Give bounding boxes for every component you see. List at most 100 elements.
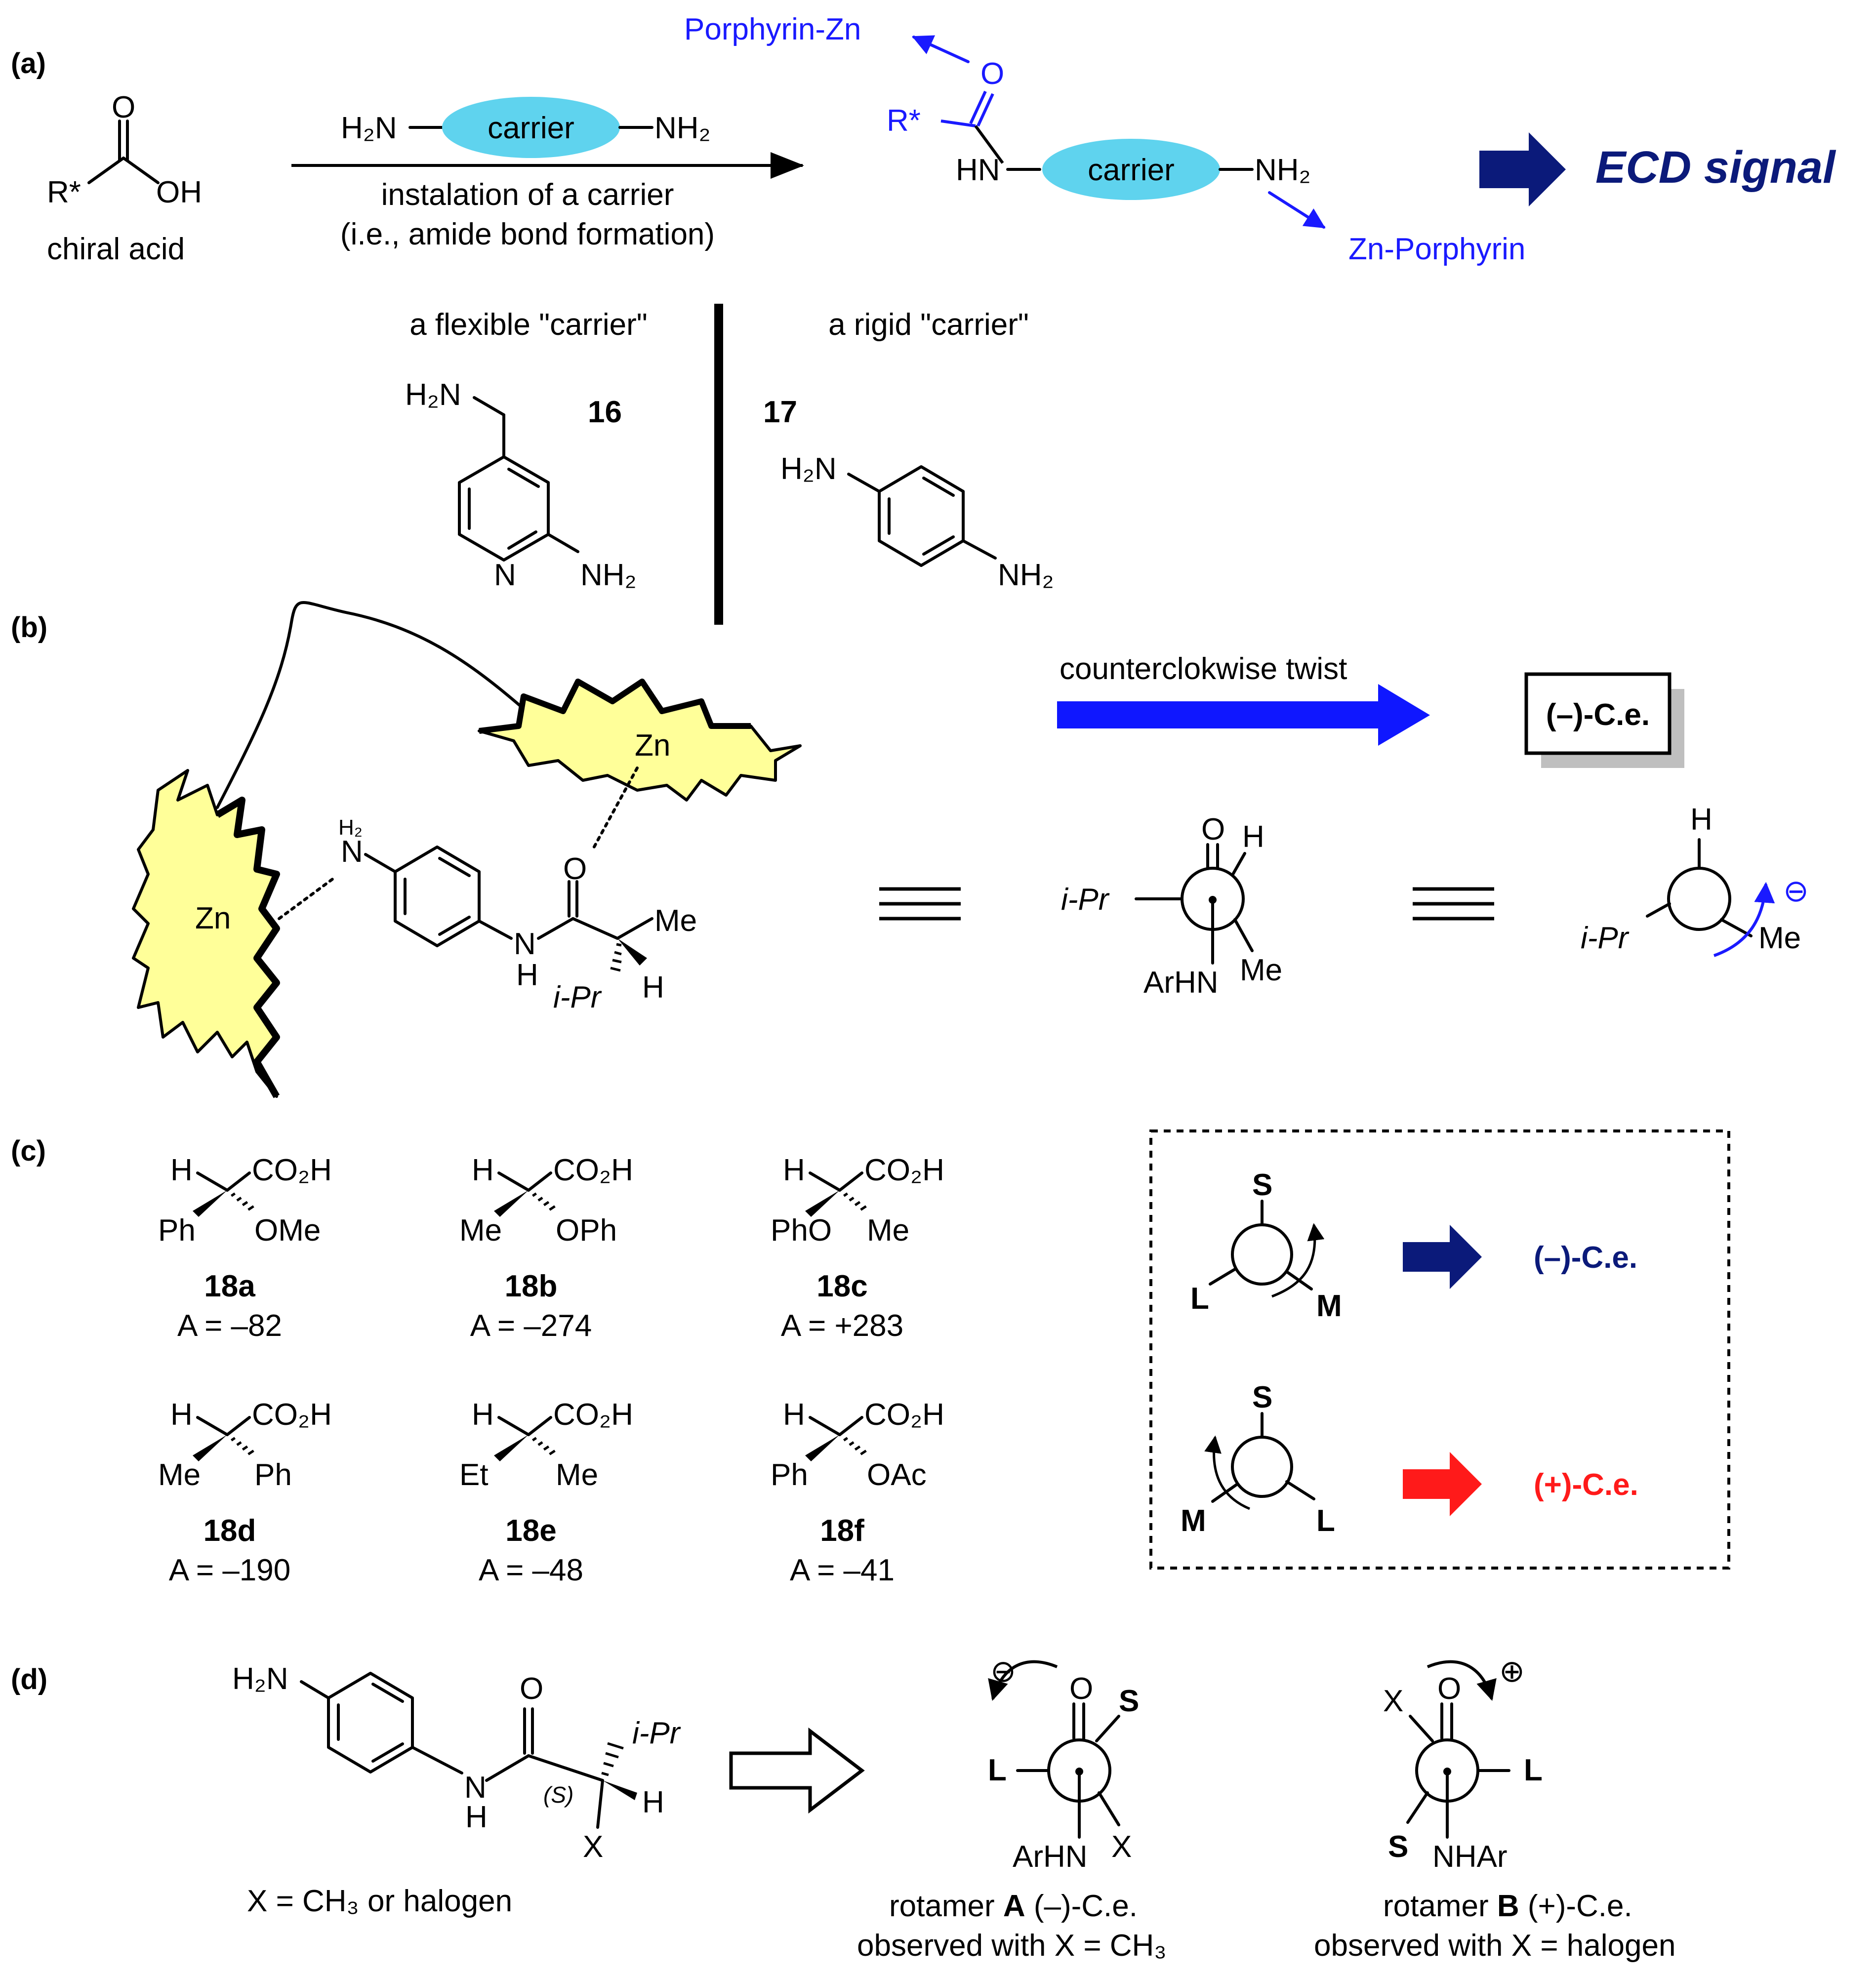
b-benzene-ring (394, 846, 481, 947)
simple-rotation-arrow (1713, 882, 1775, 957)
compound-top-right-label: CO₂H (864, 1398, 944, 1432)
compound-bottom-right-label: OAc (867, 1458, 927, 1492)
d-h2n-label: H₂N (232, 1662, 288, 1696)
product-hn-label: HN (956, 153, 1000, 187)
d-nh-n-label: N (464, 1771, 487, 1805)
acid-caption: chiral acid (47, 232, 185, 266)
product-structure: Porphyrin-Zn O R* HN carrier NH₂ Zn-Porp… (684, 12, 1525, 266)
zn-right-label: Zn (635, 728, 670, 763)
b-amide-n-label: N (514, 927, 536, 961)
pyridine-ring (458, 455, 550, 562)
coordination-arrow-top (912, 35, 970, 63)
compound-top-right-label: CO₂H (553, 1398, 633, 1432)
rotA-caption2: observed with X = CH₃ (857, 1929, 1167, 1963)
compound-bottom-left-label: Et (459, 1458, 489, 1492)
rule-pos-rotation-arrow (1204, 1435, 1250, 1510)
compound-wedge-bond (193, 1435, 227, 1461)
compound-bottom-left-label: Ph (158, 1213, 196, 1248)
rule-pos-m: M (1181, 1504, 1206, 1538)
compound-top-left-label: H (472, 1153, 494, 1187)
rule-neg-arrow (1403, 1225, 1482, 1289)
compound-wedge-bond (494, 1190, 529, 1217)
acid-o-label: O (112, 90, 135, 124)
compound-wedge-bond (805, 1435, 840, 1461)
compound-top-left-label: H (783, 1398, 805, 1432)
compound-top-left-label: H (170, 1398, 193, 1432)
product-r-label: R* (887, 104, 921, 138)
rotB-caption2: observed with X = halogen (1314, 1929, 1675, 1963)
panel-d: H₂N N H O i-Pr H (S) X X = CH₃ or haloge… (232, 1654, 1675, 1963)
d-ipr-label: i-Pr (632, 1716, 681, 1750)
compound-a-value-label: A = +283 (781, 1309, 903, 1343)
b-amide-o-label: O (563, 852, 587, 886)
rotB-nhar-label: NHAr (1432, 1840, 1508, 1874)
carrier-reagent: H₂N carrier NH₂ (341, 97, 711, 158)
benzene-ring-17 (878, 465, 965, 567)
d-h-label: H (642, 1785, 664, 1819)
rotA-sign: ⊖ (990, 1654, 1016, 1689)
rule-pos-l: L (1316, 1504, 1335, 1538)
compound-top-left-label: H (170, 1153, 193, 1187)
d-x-label: X (583, 1830, 603, 1864)
simple-h-label: H (1690, 803, 1713, 837)
arrow-caption-line2: (i.e., amide bond formation) (340, 217, 715, 251)
compound-id-label: 18b (505, 1269, 558, 1303)
d-stereo-label: (S) (543, 1782, 573, 1808)
panel-b: Zn Zn H₂ N N H O Me H i-Pr (132, 601, 1809, 1098)
d-hollow-arrow (729, 1727, 865, 1814)
panel-label-b: (b) (11, 611, 47, 644)
compound-bottom-right-label: OMe (254, 1213, 321, 1248)
d-o-label: O (520, 1672, 543, 1706)
compound-id-label: 18f (820, 1514, 864, 1548)
c16-h2n-label: H₂N (405, 378, 461, 412)
product-carrier-ellipse (1042, 139, 1220, 200)
panel-label-d: (d) (11, 1663, 47, 1695)
carrier-17-structure: 17 H₂N NH₂ (763, 395, 1054, 592)
compound-top-right-label: CO₂H (553, 1153, 633, 1187)
c16-n-label: N (494, 558, 516, 592)
carrier-label: carrier (488, 111, 574, 145)
rule-neg-rotation-arrow (1271, 1223, 1325, 1298)
compound-a-value-label: A = –82 (177, 1309, 282, 1343)
ce-box-label: (–)-C.e. (1546, 698, 1650, 732)
acid-bonds (87, 157, 160, 184)
b-h-label: H (642, 970, 664, 1005)
compound-top-left-label: H (472, 1398, 494, 1432)
b-ipr-label: i-Pr (553, 980, 602, 1014)
porphyrin-zn-top-label: Porphyrin-Zn (684, 12, 861, 46)
zn-n-coordination (278, 875, 337, 920)
c17-nh2-label: NH₂ (998, 558, 1054, 592)
twist-arrow (1057, 684, 1430, 746)
ecd-signal-label: ECD signal (1595, 142, 1836, 193)
arrow-caption-line1: instalation of a carrier (381, 178, 674, 212)
twist-label: counterclokwise twist (1060, 652, 1347, 686)
newman-h-label: H (1242, 820, 1264, 854)
compound-wedge-bond (494, 1435, 529, 1461)
c16-nh2-label: NH₂ (580, 558, 637, 592)
compound-id-label: 18e (505, 1514, 556, 1548)
rotA-arhn-label: ArHN (1013, 1840, 1088, 1874)
compound-17-label: 17 (763, 395, 797, 429)
newman-o-label: O (1201, 812, 1225, 846)
compound-a-value-label: A = –48 (479, 1553, 583, 1587)
compound-bottom-right-label: Me (867, 1213, 909, 1248)
zn-o-coordination (591, 766, 639, 851)
rule-positive: S L M (+)-C.e. (1181, 1380, 1638, 1538)
b-amide-h-label: H (516, 958, 538, 992)
d-x-caption: X = CH₃ or halogen (247, 1884, 512, 1918)
compound-bottom-left-label: Me (459, 1213, 502, 1248)
simple-sign: ⊖ (1783, 874, 1809, 908)
rotA-s-label: S (1119, 1684, 1139, 1718)
compound-wedge-bond (193, 1190, 227, 1217)
rotamer-b: ⊕ O X L NHAr S rotamer B (+)-C.e. observ… (1314, 1654, 1675, 1963)
rotB-l-label: L (1524, 1753, 1543, 1787)
compound-top-right-label: CO₂H (252, 1153, 332, 1187)
compound-top-left-label: H (783, 1153, 805, 1187)
newman-ipr-label: i-Pr (1061, 883, 1110, 917)
